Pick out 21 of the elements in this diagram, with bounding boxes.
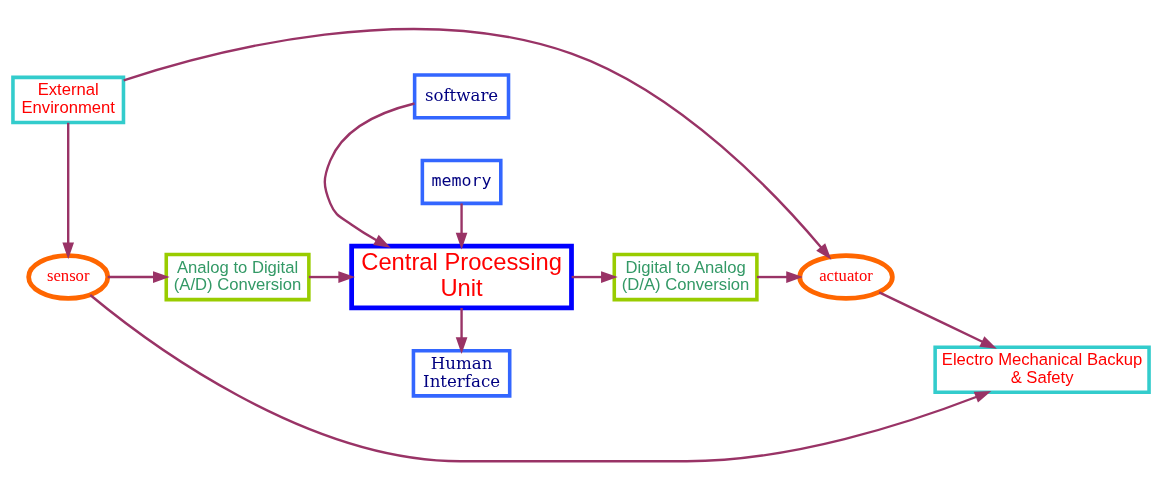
node-box: Analog to Digital (A/D) Conversion <box>164 252 311 302</box>
arrow <box>308 271 356 283</box>
arrow <box>757 271 803 283</box>
node-box: memory <box>420 158 503 206</box>
node-box: Digital to Analog (D/A) Conversion <box>612 252 759 302</box>
node-box: Central Processing Unit <box>349 243 574 311</box>
arrow <box>878 291 997 349</box>
arrow <box>455 308 468 354</box>
arrow <box>323 102 415 248</box>
arrow <box>62 122 75 260</box>
arrow <box>455 203 468 250</box>
arrow <box>571 271 618 283</box>
arrow <box>123 28 832 260</box>
arrow <box>89 294 992 463</box>
node-ellipse: sensor <box>26 253 111 301</box>
arrow <box>107 271 170 283</box>
node-box: software <box>412 73 511 120</box>
node-ellipse: actuator <box>797 253 895 301</box>
node-box: External Environment <box>11 75 126 125</box>
node-box: Human Interface <box>411 348 512 398</box>
node-box: Electro Mechanical Backup & Safety <box>933 345 1151 395</box>
